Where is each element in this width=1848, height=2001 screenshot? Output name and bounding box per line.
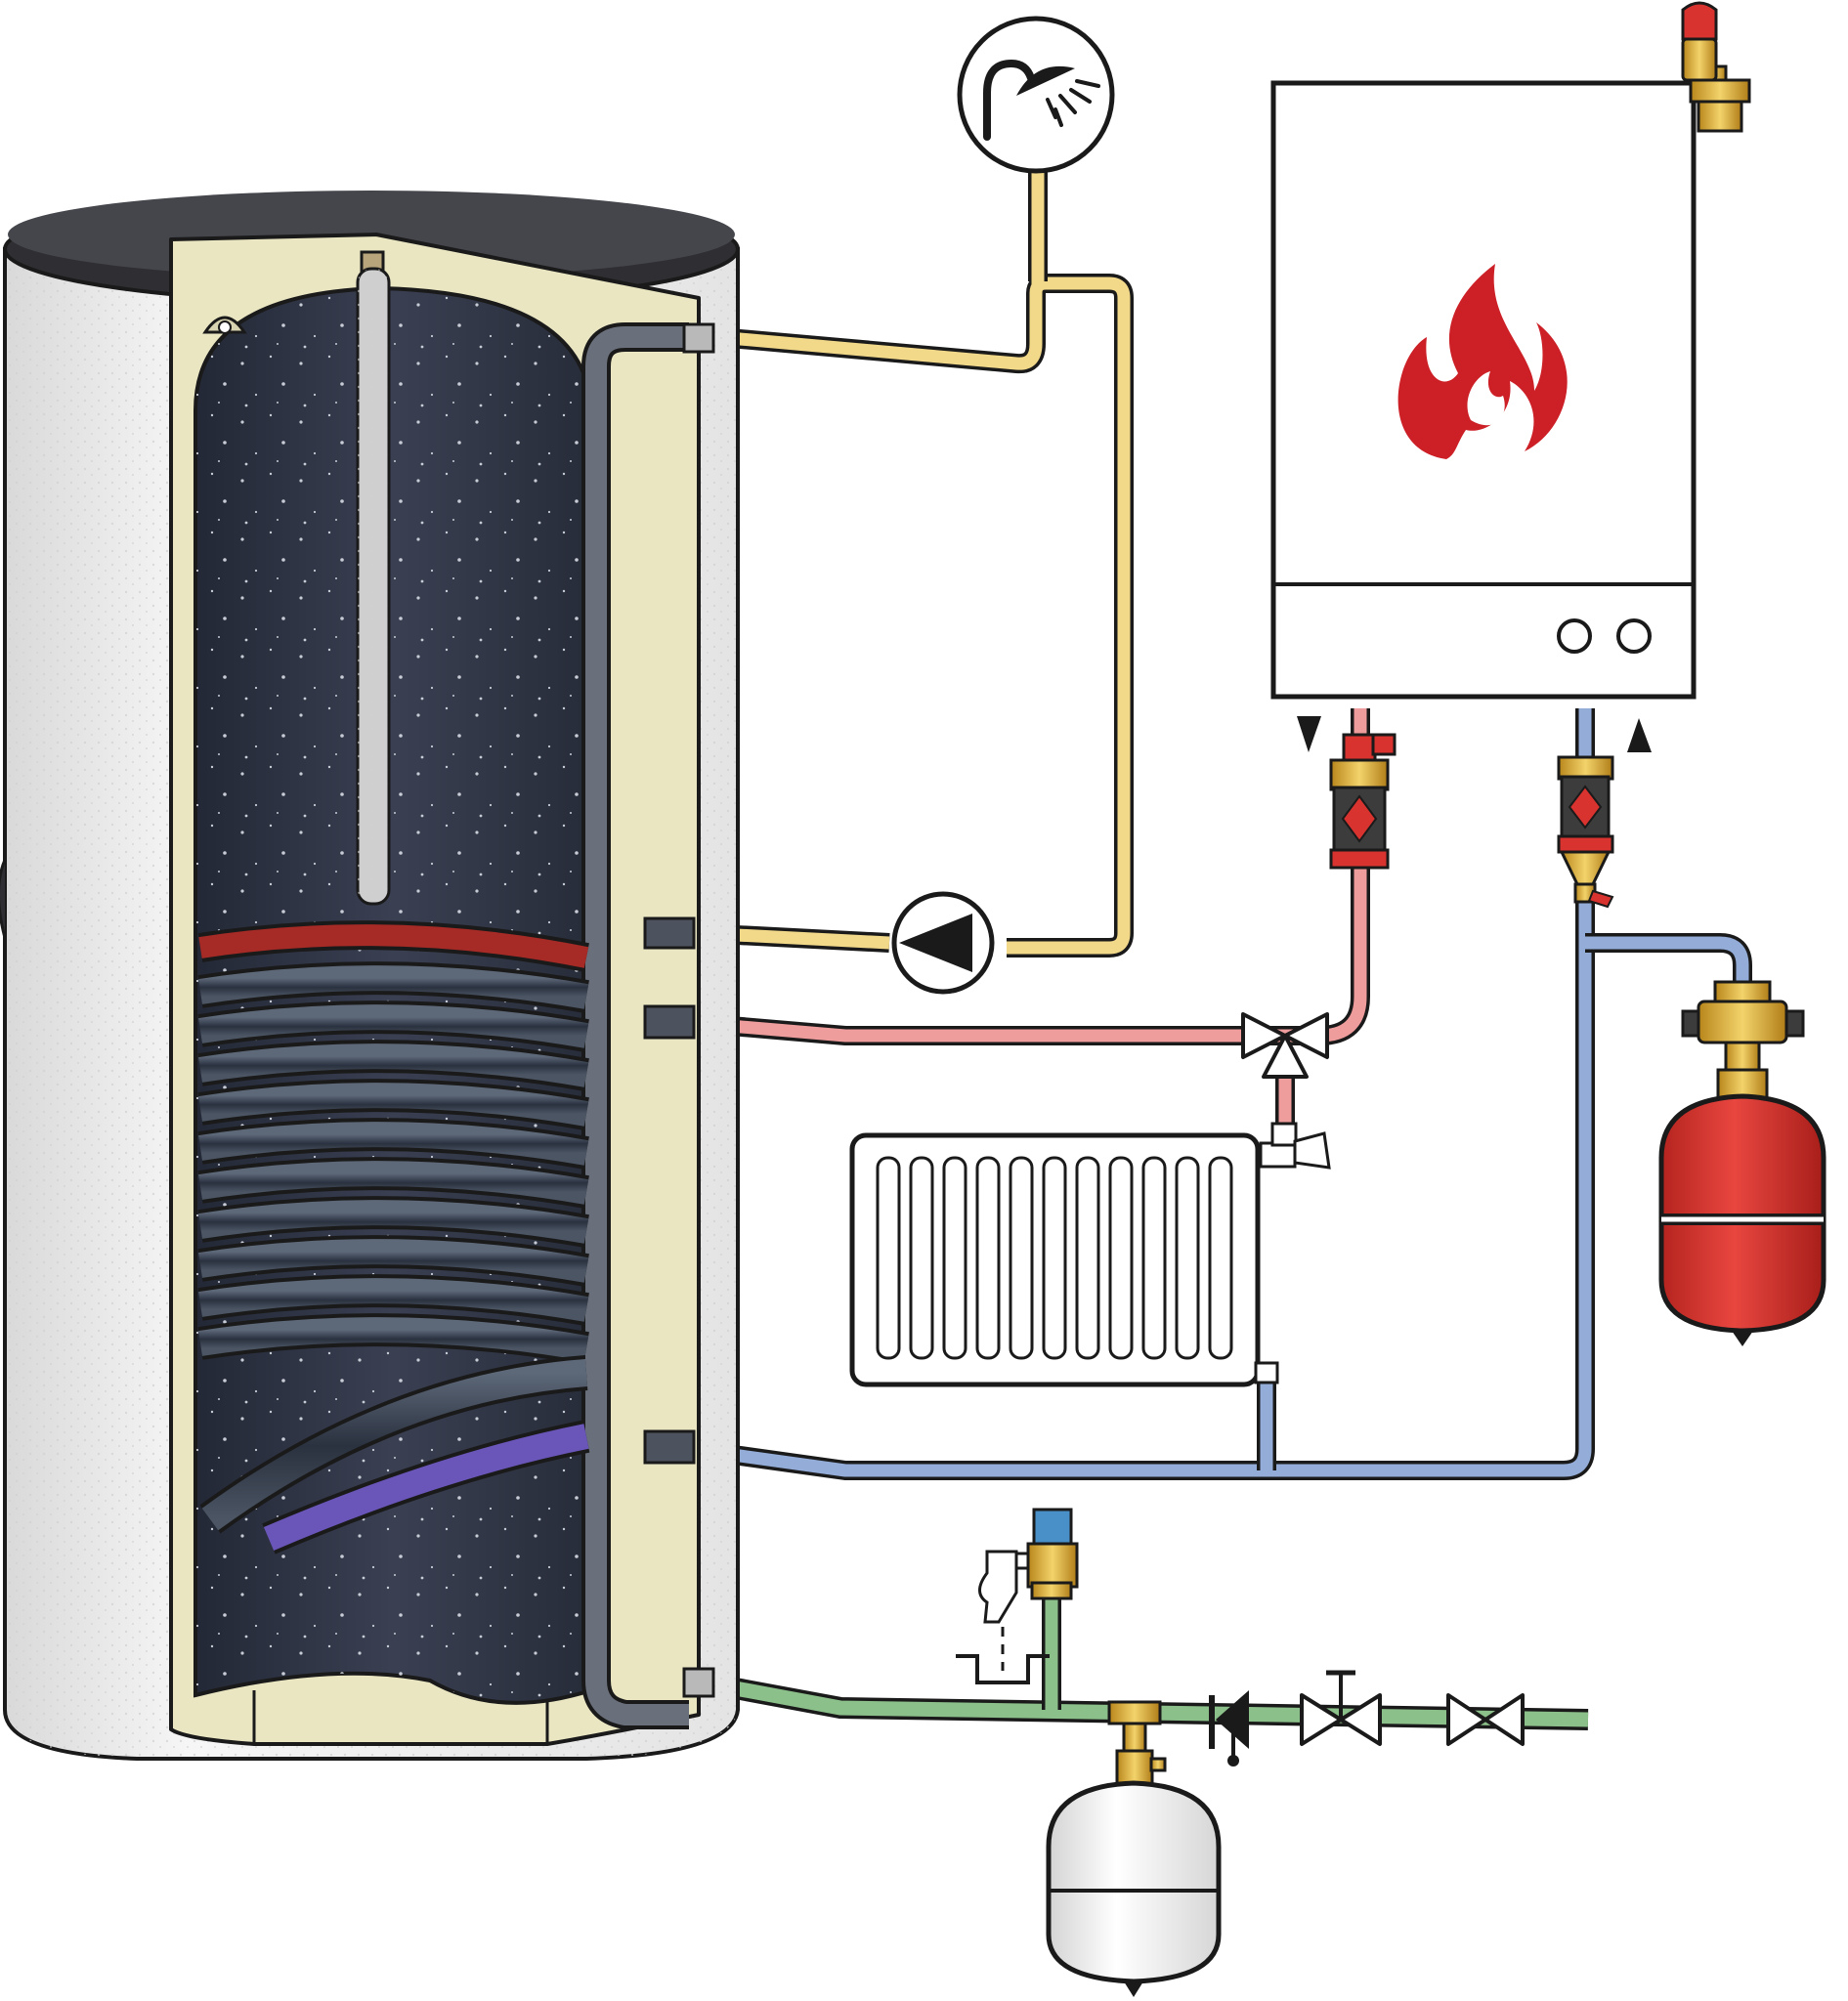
heating-coil bbox=[197, 920, 590, 1554]
shutoff-valve[interactable] bbox=[1300, 1670, 1382, 1746]
drain-symbol bbox=[956, 1654, 1050, 1684]
flow-dirt-separator bbox=[1329, 733, 1397, 870]
flow-in-arrow bbox=[1627, 718, 1652, 752]
boiler-knob-right[interactable] bbox=[1616, 618, 1652, 654]
radiator bbox=[849, 1122, 1331, 1387]
gate-valve-icon-2 bbox=[1446, 1693, 1525, 1746]
flow-out-arrow bbox=[1297, 716, 1321, 752]
tank-connections bbox=[643, 322, 715, 1698]
thermostatic-valve[interactable] bbox=[1259, 1122, 1331, 1170]
check-valve-icon bbox=[1216, 1690, 1249, 1749]
flame-icon bbox=[1397, 264, 1568, 459]
return-dirt-separator bbox=[1557, 755, 1614, 909]
storage-tank bbox=[0, 191, 740, 1761]
check-valve bbox=[1209, 1690, 1249, 1767]
three-way-valve-icon bbox=[1241, 1012, 1329, 1079]
lockshield-valve bbox=[1254, 1361, 1279, 1384]
heating-return-pipe bbox=[682, 708, 1752, 1480]
anode-rod bbox=[356, 250, 391, 906]
three-way-valve bbox=[1241, 1012, 1329, 1079]
air-vent bbox=[1681, 1, 1751, 133]
safety-valve bbox=[956, 1508, 1079, 1684]
potable-vessel-body bbox=[1046, 1780, 1222, 1984]
radiator-icon bbox=[849, 1132, 1261, 1387]
hot-water-pipe bbox=[717, 171, 1134, 958]
shower-icon bbox=[957, 16, 1115, 174]
potable-expansion-vessel bbox=[1046, 1700, 1222, 1997]
inlet-valve[interactable] bbox=[1446, 1693, 1525, 1746]
circulation-pump bbox=[891, 891, 995, 995]
heating-expansion-vessel bbox=[1658, 980, 1827, 1346]
boiler-knob-left[interactable] bbox=[1557, 618, 1592, 654]
shower bbox=[957, 16, 1115, 174]
boiler bbox=[1270, 1, 1751, 752]
heating-flow-pipe bbox=[683, 708, 1370, 1133]
drain-funnel bbox=[978, 1550, 1018, 1624]
